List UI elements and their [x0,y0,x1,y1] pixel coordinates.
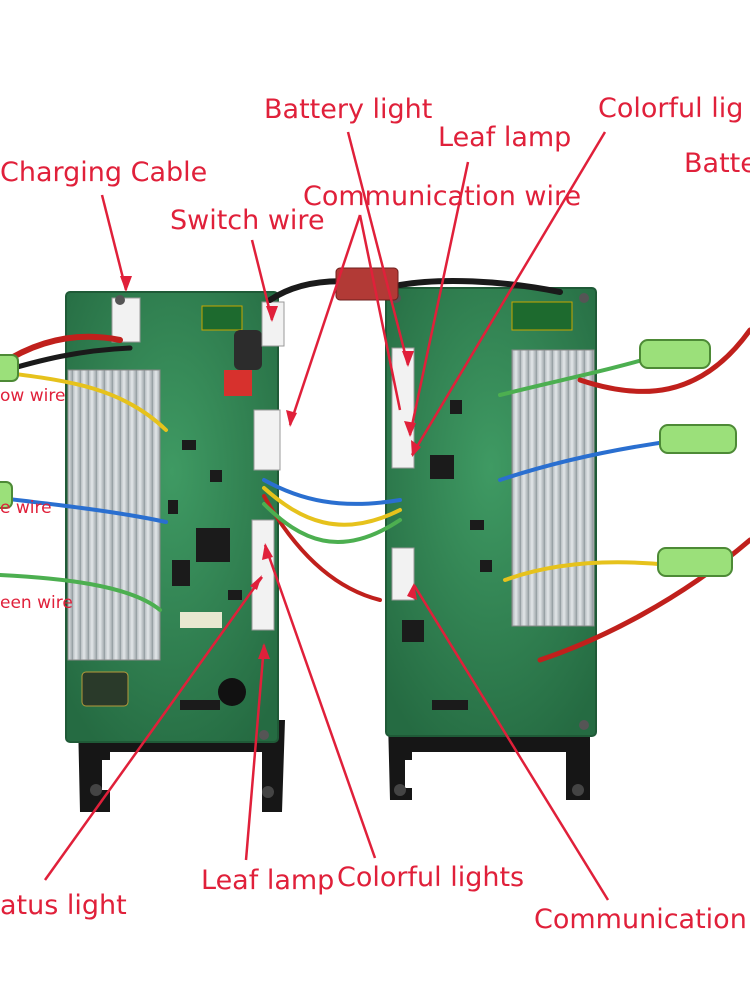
label-switch-wire: Switch wire [170,205,325,236]
label-yellow-wire: ow wire [0,386,66,406]
arrowheads [120,276,421,659]
right-heatsink [511,349,595,627]
left-heatsink [67,369,161,661]
left-pcb [65,291,285,743]
label-battery-light-top: Battery light [264,94,433,125]
label-battery-right-top: Batte [684,148,750,179]
label-communication-bottom: Communication [534,904,747,935]
annotation-lines [43,131,610,901]
label-charging-cable: Charging Cable [0,157,208,188]
label-colorful-lights-bottom: Colorful lights [337,862,525,893]
right-pcb [385,287,597,737]
terminals [0,339,737,577]
label-leaf-lamp-bottom: Leaf lamp [201,865,335,896]
label-leaf-lamp-top: Leaf lamp [438,122,572,153]
label-green-wire: een wire [0,593,73,613]
label-colorful-light-top: Colorful lig [598,93,744,124]
switch-connector [224,370,252,396]
label-status-light: atus light [0,890,127,921]
label-communication-wire-top: Communication wire [303,181,582,212]
label-blue-wire: e wire [0,498,52,518]
